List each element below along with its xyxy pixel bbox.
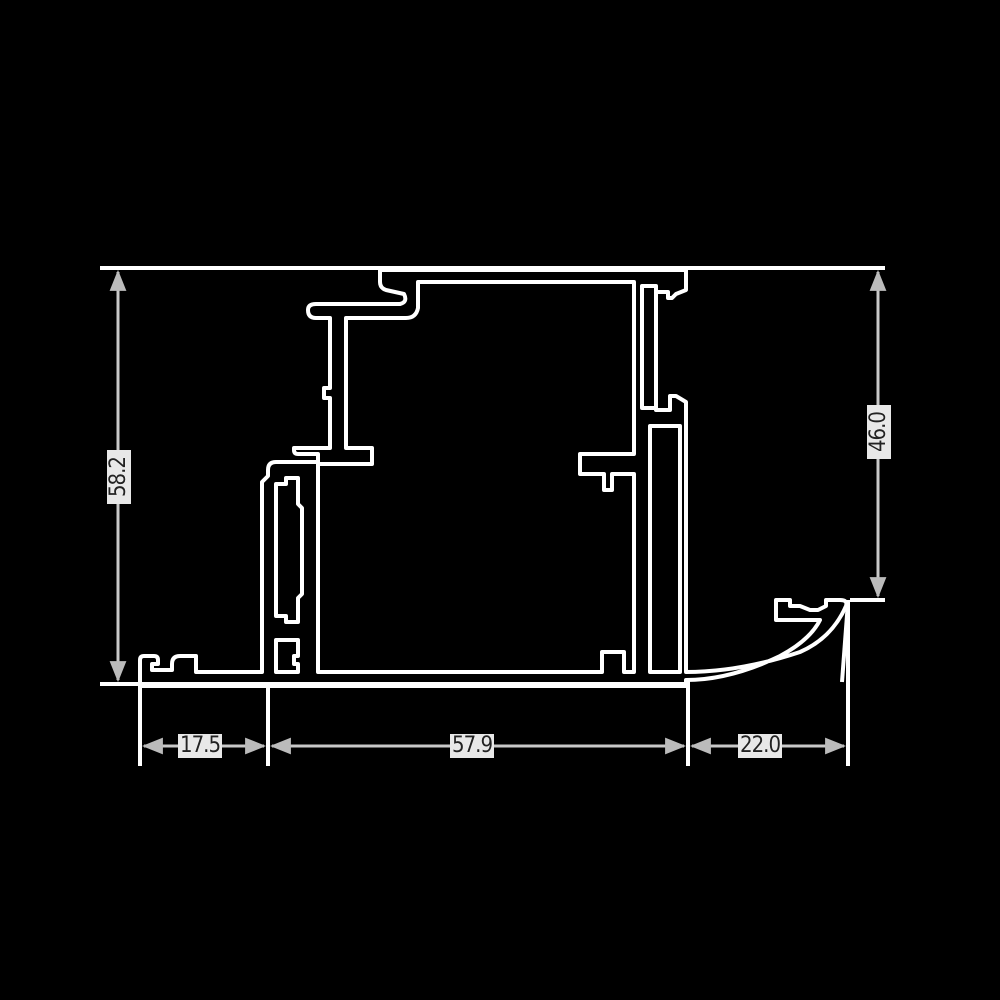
dimension-label-upper-height: 46.0 [866,405,891,459]
dimension-label-curved-lip-width: 22.0 [738,733,783,758]
dimension-label-overall-height: 58.2 [106,450,131,504]
base-web [140,601,850,688]
extrusion-profile [138,268,849,686]
dimension-label-left-flange-width: 17.5 [178,733,223,758]
dimension-label-main-body-width: 57.9 [450,733,495,758]
